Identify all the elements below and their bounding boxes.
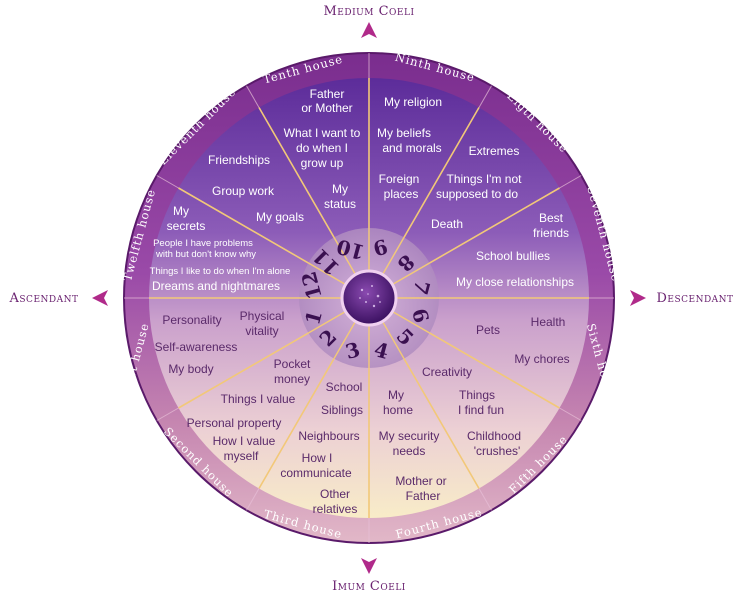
house-item: Health [531, 315, 566, 329]
house-item: supposed to do [436, 187, 518, 201]
arrow-right-icon [630, 290, 646, 306]
house-item: People I have problems [153, 238, 253, 249]
house-item: My [173, 204, 189, 218]
house-item: with but don't know why [155, 249, 256, 260]
axis-left-label: Ascendant [9, 291, 79, 306]
house-item: My close relationships [456, 275, 574, 289]
house-3-items: School Siblings Neighbours How I communi… [280, 380, 363, 516]
house-item: Physical [240, 309, 285, 323]
house-item: Father [310, 87, 345, 101]
house-item: status [324, 197, 356, 211]
house-item: vitality [245, 324, 278, 338]
house-item: My goals [256, 210, 304, 224]
house-item: Death [431, 217, 463, 231]
house-item: My chores [514, 352, 569, 366]
house-item: communicate [280, 466, 352, 480]
house-item: Friendships [208, 153, 270, 167]
house-item: Things I like to do when I'm alone [150, 266, 291, 277]
house-item: My religion [384, 95, 442, 109]
house-item: How I value [213, 434, 276, 448]
house-item: or Mother [301, 101, 352, 115]
house-item: How I [302, 451, 333, 465]
house-item: My beliefs [377, 126, 431, 140]
house-4-items: My home My security needs Mother or Fath… [379, 388, 447, 503]
house-item: do when I [296, 141, 348, 155]
house-6-items: Health Pets My chores [476, 315, 570, 366]
house-item: Creativity [422, 365, 472, 379]
house-item: Foreign [379, 172, 420, 186]
house-11-items: Friendships Group work My goals [208, 153, 304, 224]
house-number-4: 4 [372, 337, 392, 364]
house-item: Father [406, 489, 441, 503]
house-item: Other [320, 487, 350, 501]
house-item: myself [224, 449, 259, 463]
house-item: places [384, 187, 419, 201]
house-7-items: Best friends School bullies My close rel… [456, 211, 574, 289]
house-item: Pocket [274, 357, 311, 371]
house-item: home [383, 403, 413, 417]
house-8-items: Extremes Things I'm not supposed to do D… [431, 144, 522, 231]
axis-right-label: Descendant [656, 291, 733, 306]
house-5-items: Creativity Things I find fun Childhood '… [422, 365, 521, 458]
house-item: 'crushes' [474, 444, 521, 458]
house-item: secrets [167, 219, 206, 233]
axis-arrows [92, 22, 646, 574]
house-item: School bullies [476, 249, 550, 263]
axis-top-label: Medium Coeli [323, 4, 414, 19]
house-number-6: 6 [407, 306, 434, 326]
house-item: Things I'm not [447, 172, 523, 186]
house-item: money [274, 372, 310, 386]
house-item: Neighbours [298, 429, 359, 443]
house-item: Personal property [187, 416, 282, 430]
house-item: Childhood [467, 429, 521, 443]
house-number-1: 1 [300, 308, 327, 328]
house-item: Pets [476, 323, 500, 337]
house-item: My body [168, 362, 213, 376]
house-9-items: My religion My beliefs and morals Foreig… [377, 95, 442, 201]
house-10-items: Father or Mother What I want to do when … [284, 87, 361, 211]
house-item: I find fun [458, 403, 504, 417]
house-item: relatives [313, 502, 358, 516]
house-2-items: Pocket money Things I value Personal pro… [187, 357, 311, 463]
house-item: needs [393, 444, 426, 458]
house-number-7: 7 [408, 278, 435, 298]
house-item: My [388, 388, 404, 402]
house-item: and morals [382, 141, 441, 155]
house-item: Group work [212, 184, 275, 198]
house-1-items: Personality Self-awareness My body Physi… [155, 309, 285, 376]
center-globe [340, 269, 398, 327]
house-item: Dreams and nightmares [152, 279, 280, 293]
house-12-items: My secrets People I have problems with b… [150, 204, 291, 293]
arrow-left-icon [92, 290, 108, 306]
house-item: Siblings [321, 403, 363, 417]
house-item: Things [459, 388, 495, 402]
house-item: friends [533, 226, 569, 240]
house-item: My [332, 182, 348, 196]
house-item: What I want to [284, 126, 361, 140]
house-item: My security [379, 429, 440, 443]
arrow-down-icon [361, 558, 377, 574]
axis-bottom-label: Imum Coeli [332, 579, 406, 594]
house-item: Personality [162, 313, 221, 327]
house-item: Best [539, 211, 564, 225]
arrow-up-icon [361, 22, 377, 38]
house-item: Things I value [221, 392, 296, 406]
house-number-9: 9 [371, 234, 391, 261]
house-number-3: 3 [343, 337, 363, 364]
house-item: grow up [301, 156, 344, 170]
house-item: Self-awareness [155, 340, 238, 354]
house-item: School [326, 380, 363, 394]
house-item: Mother or [395, 474, 446, 488]
house-item: Extremes [469, 144, 520, 158]
